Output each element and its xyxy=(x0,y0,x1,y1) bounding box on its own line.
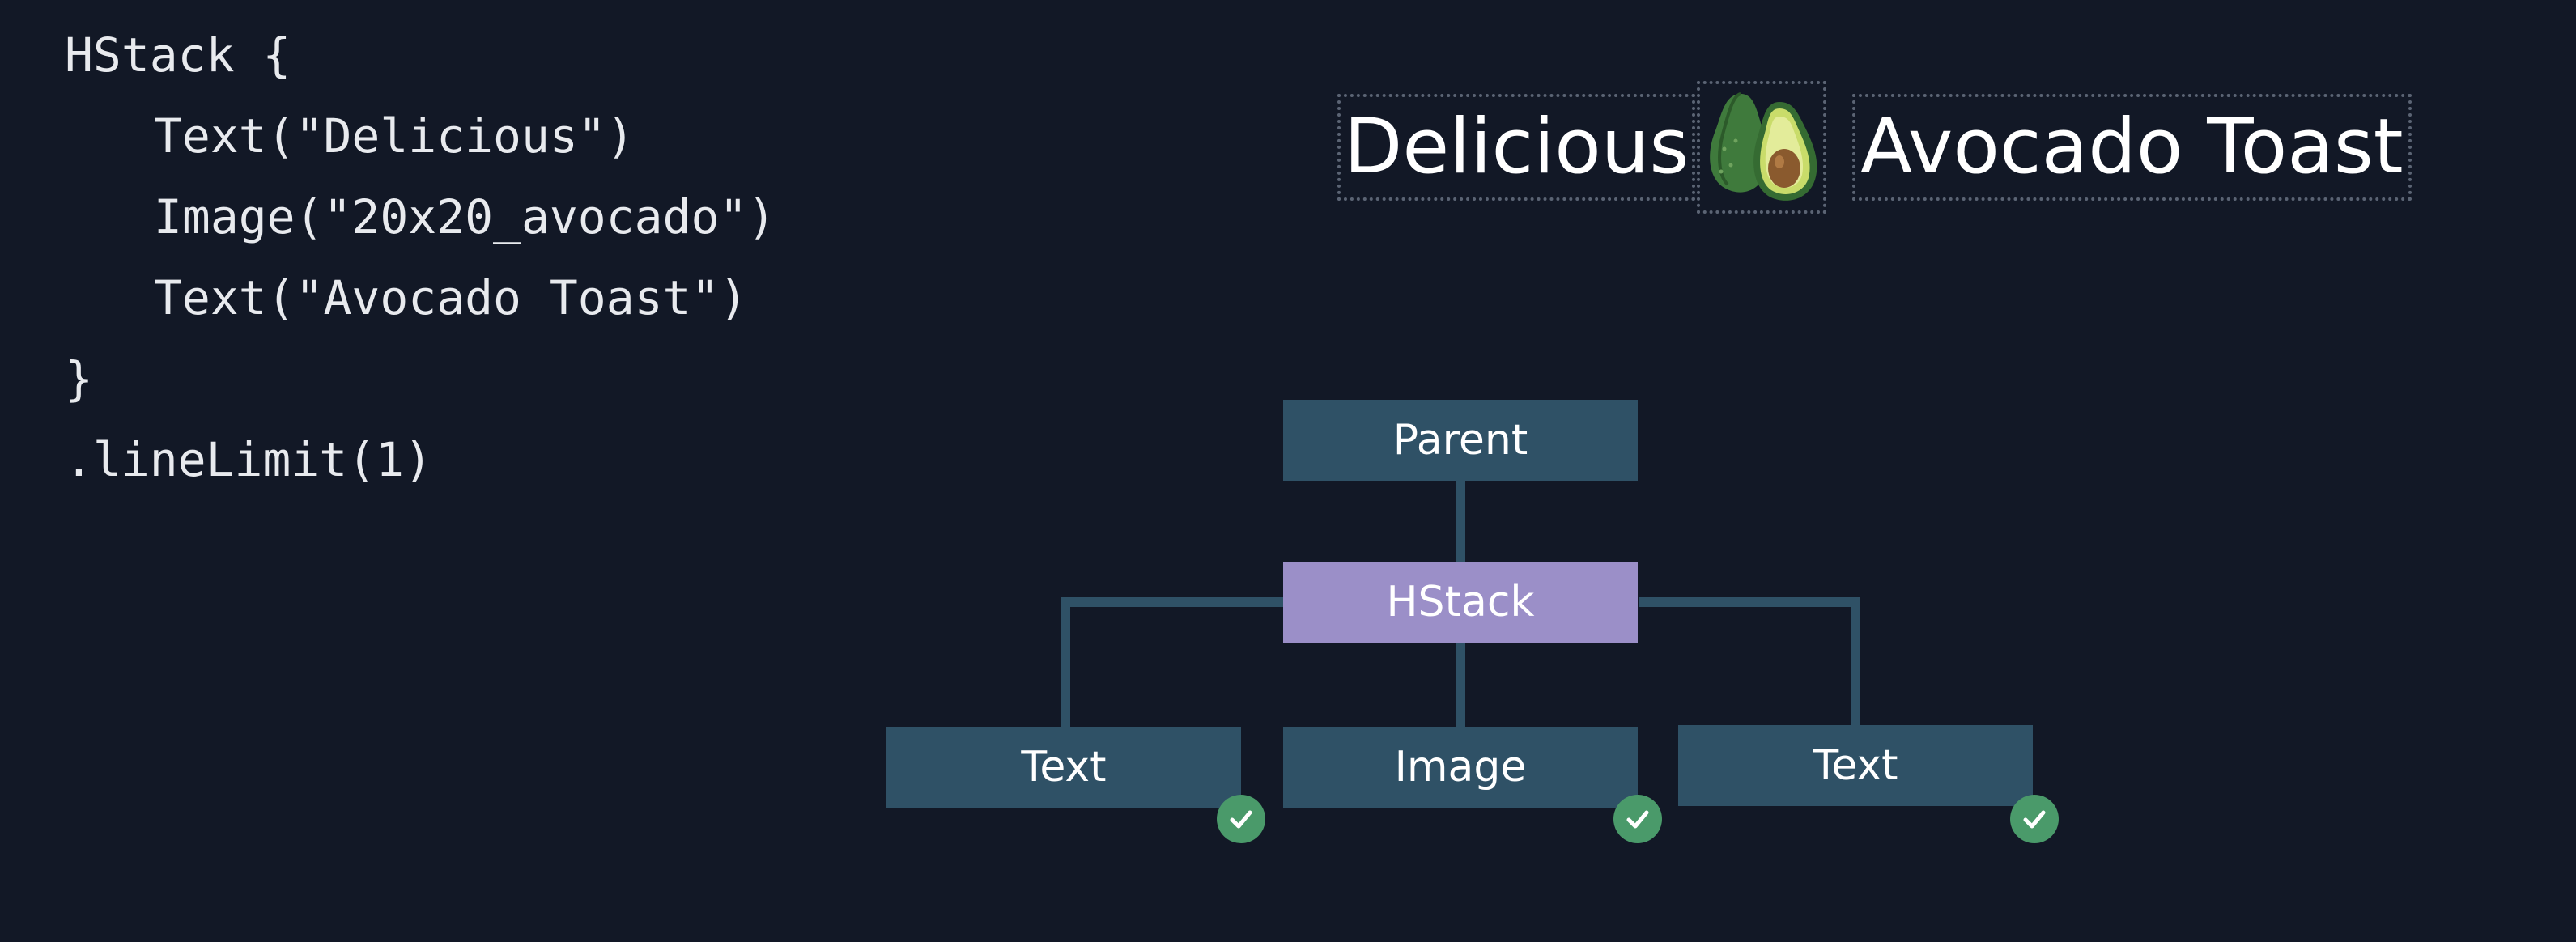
code-line: Text("Delicious") xyxy=(154,108,635,163)
code-block: HStack { Text("Delicious") Image("20x20_… xyxy=(65,23,776,508)
avocado-icon xyxy=(1710,92,1817,201)
connector-hstack-text-left xyxy=(1061,597,1284,728)
preview-image-frame xyxy=(1697,81,1826,214)
connector-hstack-text-right xyxy=(1639,597,1860,728)
tree-node-hstack: HStack xyxy=(1283,562,1638,643)
tree-node-text-left: Text xyxy=(886,727,1241,808)
code-line: .lineLimit(1) xyxy=(65,432,432,487)
tree-node-image: Image xyxy=(1283,727,1638,808)
check-icon xyxy=(1613,795,1662,843)
check-icon xyxy=(1217,795,1265,843)
preview-text-delicious: Delicious xyxy=(1337,94,1696,201)
code-line: } xyxy=(65,351,93,406)
code-line: Text("Avocado Toast") xyxy=(154,270,748,325)
preview-text-avocado-toast: Avocado Toast xyxy=(1852,94,2412,201)
tree-node-text-right: Text xyxy=(1678,725,2033,806)
code-line: HStack { xyxy=(65,28,291,83)
tree-node-parent: Parent xyxy=(1283,400,1638,481)
check-icon xyxy=(2010,795,2059,843)
code-line: Image("20x20_avocado") xyxy=(154,189,776,244)
